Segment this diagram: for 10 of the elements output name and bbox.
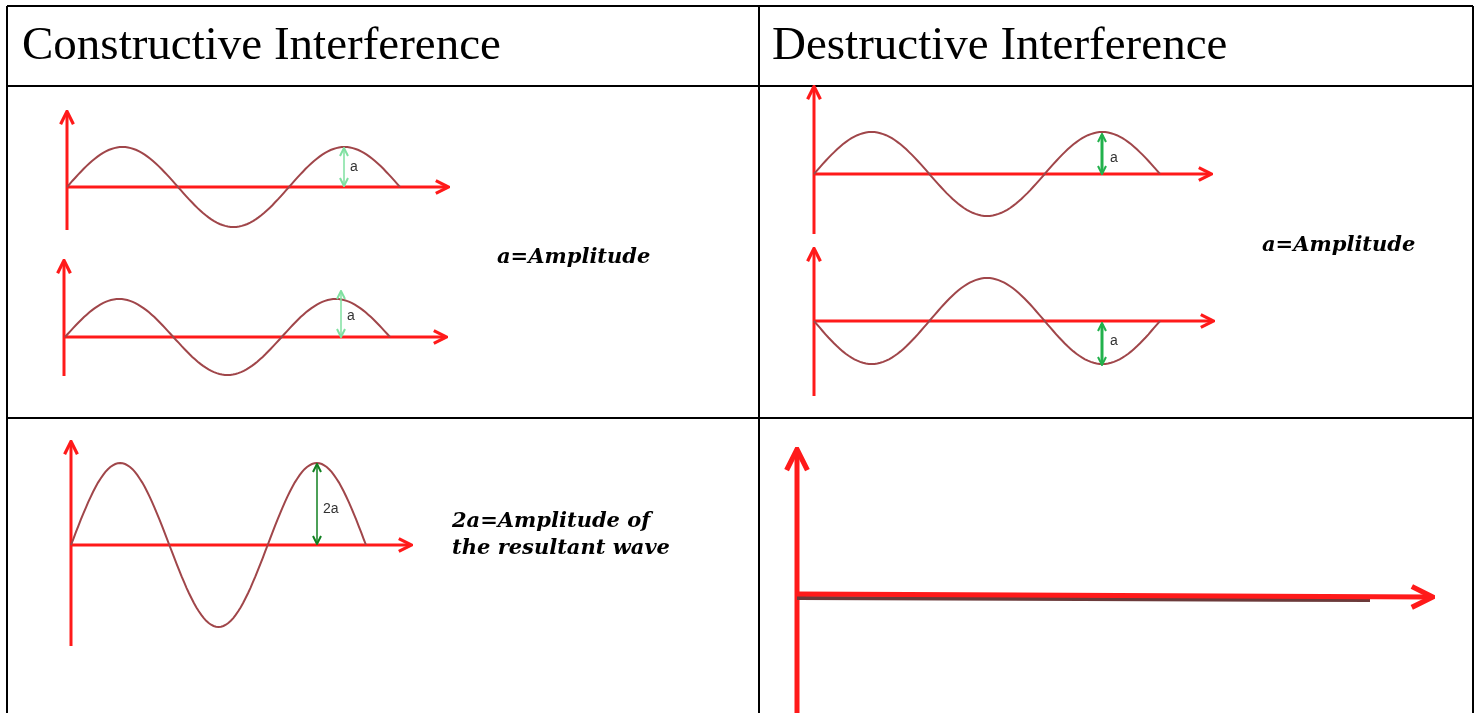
column-header: Constructive Interference bbox=[22, 20, 501, 67]
definition-text: a=Amplitude bbox=[497, 242, 651, 270]
column-header: Destructive Interference bbox=[772, 20, 1228, 67]
amplitude-label: 2a bbox=[323, 501, 339, 515]
amplitude-label: a bbox=[1110, 333, 1118, 347]
definition-text: 2a=Amplitude of the resultant wave bbox=[452, 506, 671, 561]
definition-text: a=Amplitude bbox=[1262, 230, 1416, 258]
amplitude-label: a bbox=[350, 159, 358, 173]
amplitude-label: a bbox=[1110, 150, 1118, 164]
amplitude-label: a bbox=[347, 308, 355, 322]
